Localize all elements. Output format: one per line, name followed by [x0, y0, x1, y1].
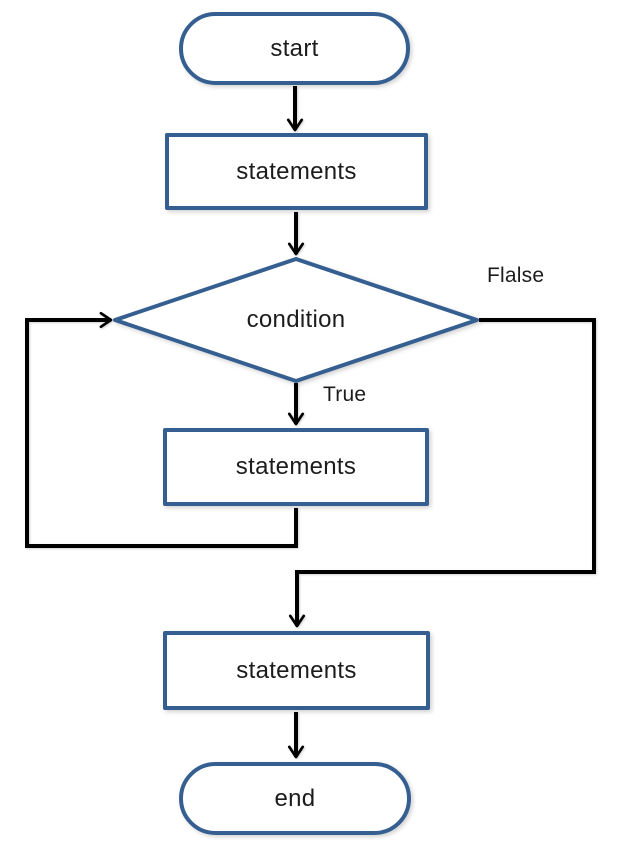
- node-statements-2: statements: [163, 428, 429, 506]
- edge-condition-false-to-statements3: [288, 318, 596, 628]
- node-condition-label: condition: [246, 306, 346, 333]
- node-condition: condition: [115, 259, 477, 381]
- decision-diamond-shape: [113, 257, 479, 383]
- node-end-label: end: [274, 784, 316, 812]
- node-statements-3: statements: [163, 631, 430, 710]
- node-end: end: [179, 762, 411, 835]
- node-start: start: [179, 12, 410, 85]
- edge-label-true: True: [323, 383, 367, 406]
- node-start-label: start: [270, 34, 319, 62]
- edge-label-false: Flalse: [487, 264, 545, 287]
- node-statements-2-label: statements: [235, 453, 357, 480]
- edge-loopback-statements2-to-condition: [25, 311, 298, 548]
- node-statements-3-label: statements: [236, 656, 357, 684]
- node-statements-1-label: statements: [236, 157, 357, 185]
- node-statements-1: statements: [165, 133, 428, 210]
